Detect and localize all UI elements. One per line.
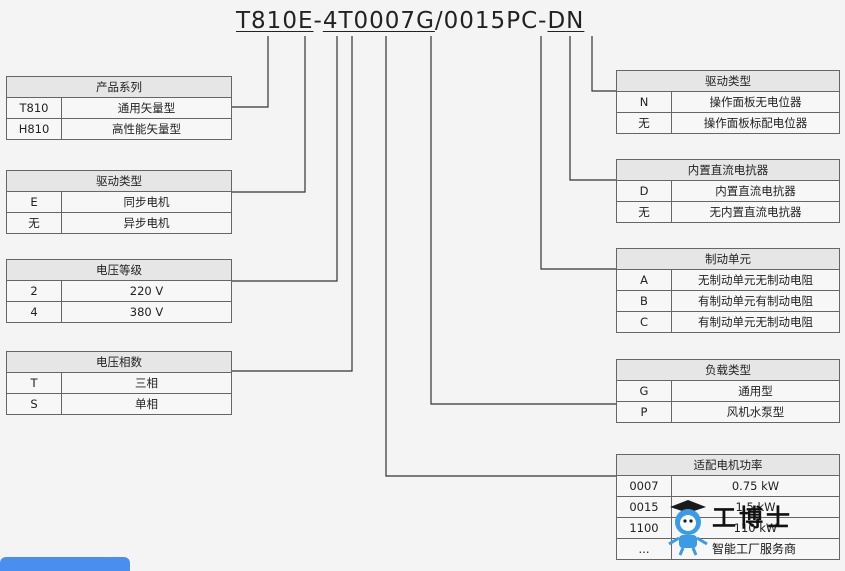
seg-reactor: C [521,8,539,34]
watermark-subtitle: 智能工厂服务商 [712,542,797,556]
connector-brake [540,36,616,270]
cell-code: S [6,393,62,415]
seg-phase: T [338,8,354,34]
cell-code: D [616,180,672,202]
cell-desc: 三相 [61,372,232,394]
cell-desc: 有制动单元无制动电阻 [671,311,840,333]
seg-power-2: /0015 [434,8,507,34]
model-code: T810E-4T0007G/0015PC-DN [236,8,584,34]
seg-panel: N [566,8,585,34]
cell-code: A [616,269,672,291]
table-title: 电压等级 [6,259,232,281]
cell-desc: 同步电机 [61,191,232,213]
cell-code: 0007 [616,475,672,497]
connector-panel [591,36,616,92]
table-title: 负载类型 [616,359,840,381]
cell-desc: 有制动单元有制动电阻 [671,290,840,312]
watermark-title: 工博士 [712,503,793,532]
table-title: 制动单元 [616,248,840,270]
cell-code: 1100 [616,517,672,539]
seg-voltage: 4 [322,8,339,34]
cell-code: N [616,91,672,113]
cell-code: G [616,380,672,402]
table-title: 产品系列 [6,76,232,98]
connector-reactor [569,36,616,181]
cell-desc: 内置直流电抗器 [671,180,840,202]
cell-code: 无 [616,112,672,134]
seg-reactor-d: D [547,8,567,34]
connector-power [385,36,616,477]
cell-code: 4 [6,301,62,323]
seg-dash-2: - [538,8,548,34]
cell-desc: 0.75 kW [671,475,840,497]
table-title: 驱动类型 [616,70,840,92]
cell-code: C [616,311,672,333]
seg-power: 0007 [353,8,417,34]
cell-code: 无 [6,212,62,234]
cell-code: T [6,372,62,394]
cell-code: P [616,401,672,423]
table-title: 适配电机功率 [616,454,840,476]
cell-desc: 通用矢量型 [61,97,232,119]
cell-desc: 220 V [61,280,232,302]
cell-code: 2 [6,280,62,302]
cell-desc: 无内置直流电抗器 [671,201,840,223]
cell-code: 无 [616,201,672,223]
connector-drive [232,36,306,193]
cell-desc: 操作面板标配电位器 [671,112,840,134]
table-title: 驱动类型 [6,170,232,192]
table-title: 电压相数 [6,351,232,373]
cell-desc: 高性能矢量型 [61,118,232,140]
corner-tab[interactable] [0,557,130,571]
seg-brake: P [506,8,522,34]
seg-drive: E [297,8,314,34]
seg-load: G [416,8,435,34]
cell-code: B [616,290,672,312]
cell-code: H810 [6,118,62,140]
mascot-icon [668,500,708,556]
seg-dash-1: - [313,8,323,34]
seg-series: T810 [236,8,298,34]
cell-code: T810 [6,97,62,119]
cell-code: 0015 [616,496,672,518]
watermark-logo: 工博士 智能工厂服务商 [662,496,842,562]
connector-load [430,36,616,405]
cell-desc [671,538,840,560]
connector-phase [232,36,353,372]
connector-voltage [232,36,338,282]
cell-desc: 单相 [61,393,232,415]
cell-desc: 无制动单元无制动电阻 [671,269,840,291]
cell-code: E [6,191,62,213]
connector-series [232,36,269,108]
cell-desc: 操作面板无电位器 [671,91,840,113]
cell-desc: 380 V [61,301,232,323]
cell-desc: 异步电机 [61,212,232,234]
cell-desc: 通用型 [671,380,840,402]
cell-desc: 风机水泵型 [671,401,840,423]
table-title: 内置直流电抗器 [616,159,840,181]
